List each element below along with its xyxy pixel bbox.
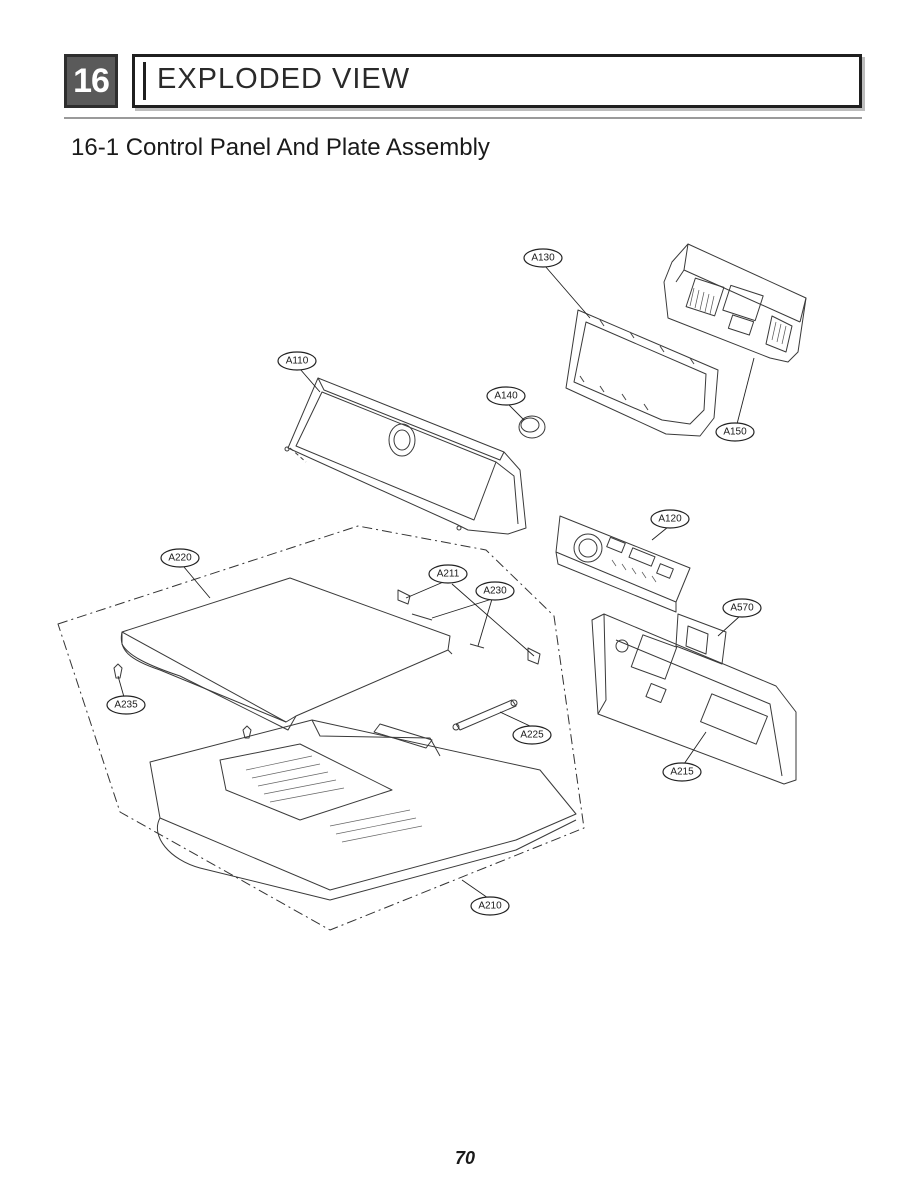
callout-oval-a211 <box>428 564 468 584</box>
callout-label-a215: A215 <box>670 767 694 778</box>
callout-oval-a215 <box>662 762 702 782</box>
part-a230-pins <box>411 613 485 649</box>
section-title: EXPLODED VIEW <box>157 63 411 95</box>
leader-a130 <box>544 265 591 319</box>
callout-label-a235: A235 <box>114 700 138 711</box>
callout-oval-a210 <box>470 896 510 916</box>
leader-a150 <box>736 357 755 425</box>
callout-label-a140: A140 <box>494 391 518 402</box>
part-a110-control-panel <box>284 377 527 535</box>
leader-a140 <box>507 403 525 421</box>
part-a130-pcb-frame <box>565 309 719 437</box>
callout-oval-a150 <box>715 422 755 442</box>
callout-oval-a225 <box>512 725 552 745</box>
leader-a210 <box>461 879 489 899</box>
callout-oval-a230 <box>475 581 515 601</box>
callout-oval-a235 <box>106 695 146 715</box>
callout-label-a120: A120 <box>658 514 682 525</box>
leader-a215 <box>683 731 707 765</box>
part-a570-plate <box>675 613 727 665</box>
callout-label-a570: A570 <box>730 603 754 614</box>
part-a215-rear-panel <box>591 613 797 785</box>
section-number-badge: 16 <box>64 54 118 108</box>
assembly-dashed-outline <box>57 525 585 931</box>
callout-label-a225: A225 <box>520 730 544 741</box>
callout-label-a130: A130 <box>531 253 555 264</box>
page-number: 70 <box>454 1148 476 1168</box>
callout-label-a230: A230 <box>483 586 507 597</box>
callout-oval-a140 <box>486 386 526 406</box>
section-title-box: EXPLODED VIEW <box>132 54 862 108</box>
leader-a110 <box>299 368 321 393</box>
leader-a570 <box>717 615 741 637</box>
leader-a235 <box>117 675 125 698</box>
title-box-inner-frame <box>143 62 853 100</box>
part-a120-pcb-assembly <box>555 515 691 613</box>
callout-label-a220: A220 <box>168 553 192 564</box>
part-a140-knob <box>518 415 546 439</box>
header-divider <box>64 117 862 119</box>
callout-oval-a120 <box>650 509 690 529</box>
part-a211-hinge <box>397 589 541 665</box>
leader-a120 <box>651 526 669 541</box>
callout-label-a150: A150 <box>723 427 747 438</box>
callout-label-a211: A211 <box>437 569 460 580</box>
leader-a230-1 <box>431 598 493 619</box>
part-a210-top-plate <box>149 719 577 901</box>
leader-a230-2 <box>477 598 493 647</box>
callout-label-a110: A110 <box>286 356 309 367</box>
leader-a220 <box>183 566 211 599</box>
part-a220-lid <box>120 577 453 731</box>
part-a150-housing <box>663 243 807 363</box>
callout-oval-a570 <box>722 598 762 618</box>
part-a235-screw <box>113 663 123 679</box>
leader-a225 <box>499 711 531 727</box>
callout-oval-a220 <box>160 548 200 568</box>
callout-oval-a130 <box>523 248 563 268</box>
leader-a211-2 <box>451 583 535 657</box>
part-a225-damper <box>452 699 518 731</box>
callout-label-a210: A210 <box>478 901 502 912</box>
diagram-subtitle: 16-1 Control Panel And Plate Assembly <box>71 134 490 161</box>
callout-oval-a110 <box>277 351 317 371</box>
